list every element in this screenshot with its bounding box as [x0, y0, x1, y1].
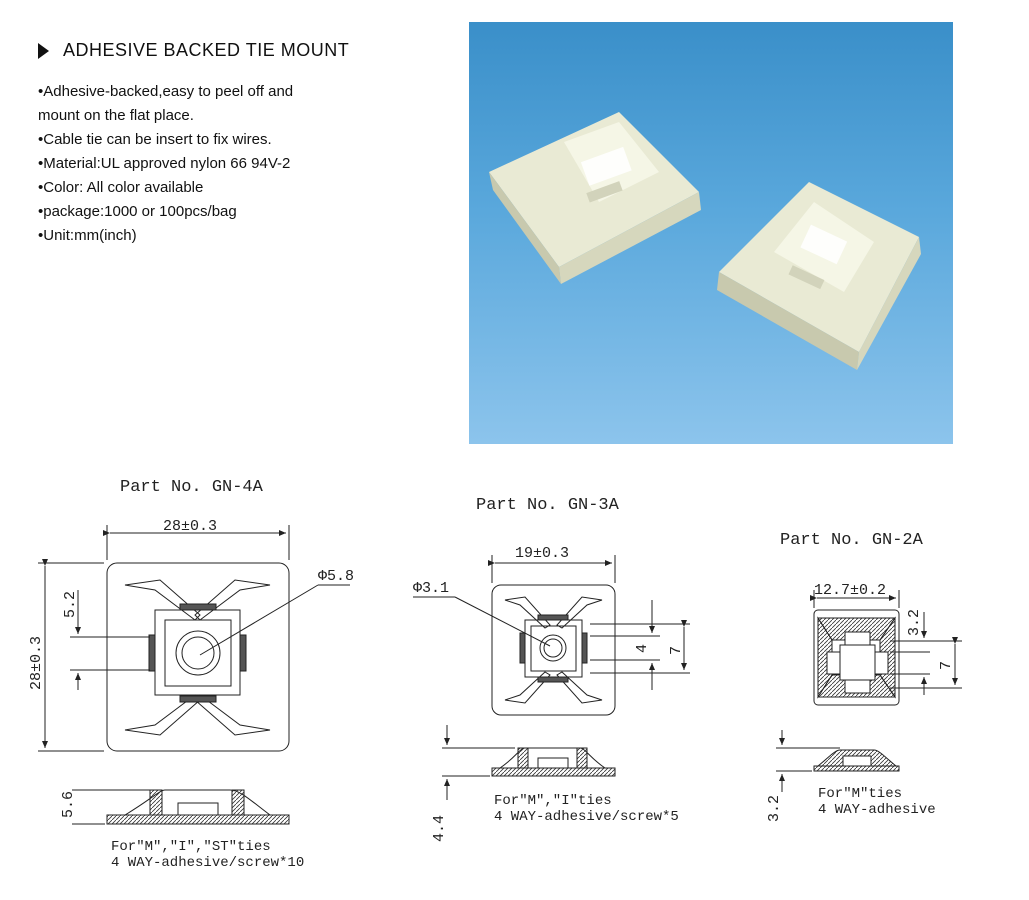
triangle-bullet-icon	[38, 42, 49, 59]
product-photo	[469, 22, 953, 444]
gn3a-side-view	[442, 725, 616, 800]
feature-line: •Cable tie can be insert to fix wires.	[38, 131, 272, 148]
gn4a-side-view	[72, 789, 290, 825]
gn4a-note: For"M","I","ST"ties 4 WAY-adhesive/screw…	[111, 839, 304, 871]
gn3a-slot-outer-dim: 7	[668, 646, 685, 655]
gn3a-note-line1: For"M","I"ties	[494, 793, 612, 809]
gn4a-slot-dim: 5.2	[62, 591, 79, 618]
tie-mount-photo-illustration	[489, 112, 921, 370]
gn2a-side-view	[776, 730, 900, 792]
feature-list: •Adhesive-backed,easy to peel off and mo…	[38, 80, 293, 248]
feature-line: •Color: All color available	[38, 179, 204, 196]
gn3a-note: For"M","I"ties 4 WAY-adhesive/screw*5	[494, 793, 679, 825]
part-label-gn2a: Part No. GN-2A	[780, 531, 923, 550]
gn4a-note-line2: 4 WAY-adhesive/screw*10	[111, 855, 305, 871]
gn3a-note-line2: 4 WAY-adhesive/screw*5	[494, 809, 679, 825]
gn4a-height-dim: 28±0.3	[28, 636, 45, 690]
tie-mount-image-1	[489, 112, 701, 284]
gn4a-hole-dim: Φ5.8	[318, 568, 354, 585]
gn3a-width-dim: 19±0.3	[515, 545, 569, 562]
feature-line: •Adhesive-backed,easy to peel off and	[38, 83, 294, 100]
gn2a-width-dim: 12.7±0.2	[814, 582, 886, 599]
gn2a-note: For"M"ties 4 WAY-adhesive	[818, 786, 936, 818]
gn2a-top-view	[810, 590, 962, 706]
gn3a-thickness-dim: 4.4	[431, 815, 448, 842]
page-title: ADHESIVE BACKED TIE MOUNT	[63, 40, 350, 60]
gn2a-slot-outer-dim: 7	[938, 661, 955, 670]
header: ADHESIVE BACKED TIE MOUNT	[38, 40, 349, 61]
feature-line: •Unit:mm(inch)	[38, 227, 137, 244]
gn2a-note-line1: For"M"ties	[818, 786, 903, 802]
gn2a-note-line2: 4 WAY-adhesive	[818, 802, 936, 818]
gn4a-thickness-dim: 5.6	[60, 791, 77, 818]
feature-line: •Material:UL approved nylon 66 94V-2	[38, 155, 291, 172]
part-label-gn4a: Part No. GN-4A	[120, 478, 263, 497]
gn3a-top-view	[413, 555, 690, 716]
gn3a-hole-dim: Φ3.1	[413, 580, 449, 597]
gn4a-top-view	[38, 525, 350, 752]
tie-mount-image-2	[717, 182, 921, 370]
gn4a-width-dim: 28±0.3	[163, 518, 217, 535]
gn2a-thickness-dim: 3.2	[766, 795, 783, 822]
feature-line: mount on the flat place.	[38, 107, 194, 124]
gn2a-slot-dim: 3.2	[906, 609, 923, 636]
gn4a-note-line1: For"M","I","ST"ties	[111, 839, 271, 855]
feature-line: •package:1000 or 100pcs/bag	[38, 203, 237, 220]
gn3a-slot-dim: 4	[634, 644, 651, 653]
part-label-gn3a: Part No. GN-3A	[476, 496, 619, 515]
